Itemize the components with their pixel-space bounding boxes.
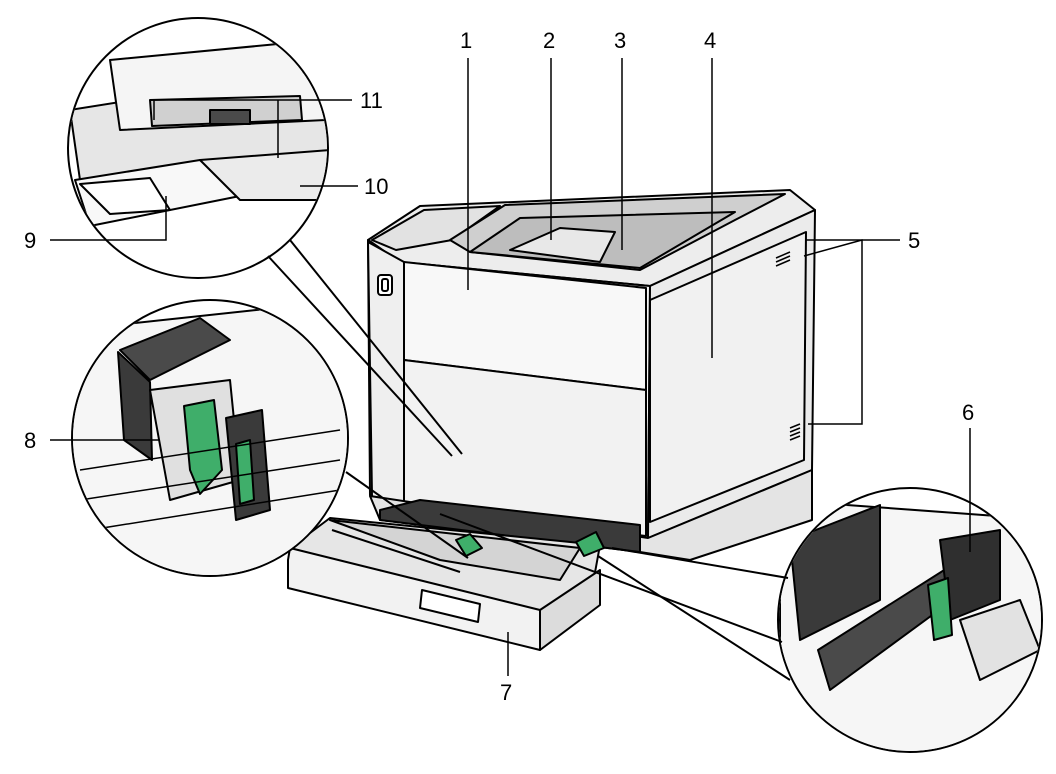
inset-bypass-tray	[67, 17, 463, 457]
leader-lines	[50, 58, 971, 676]
callout-7: 7	[500, 680, 513, 705]
callout-10: 10	[364, 174, 389, 199]
callout-11: 11	[360, 88, 383, 113]
callout-2: 2	[543, 28, 556, 53]
callout-6: 6	[962, 400, 975, 425]
callout-4: 4	[704, 28, 717, 53]
inset-tray-guide-right	[439, 487, 1043, 753]
printer-body	[367, 189, 816, 561]
callout-5: 5	[908, 228, 921, 253]
inset-tray-guide-left	[71, 299, 469, 577]
callout-1: 1	[460, 28, 473, 53]
callout-8: 8	[24, 428, 37, 453]
callout-3: 3	[614, 28, 627, 53]
paper-tray	[287, 517, 605, 651]
callout-9: 9	[24, 228, 37, 253]
